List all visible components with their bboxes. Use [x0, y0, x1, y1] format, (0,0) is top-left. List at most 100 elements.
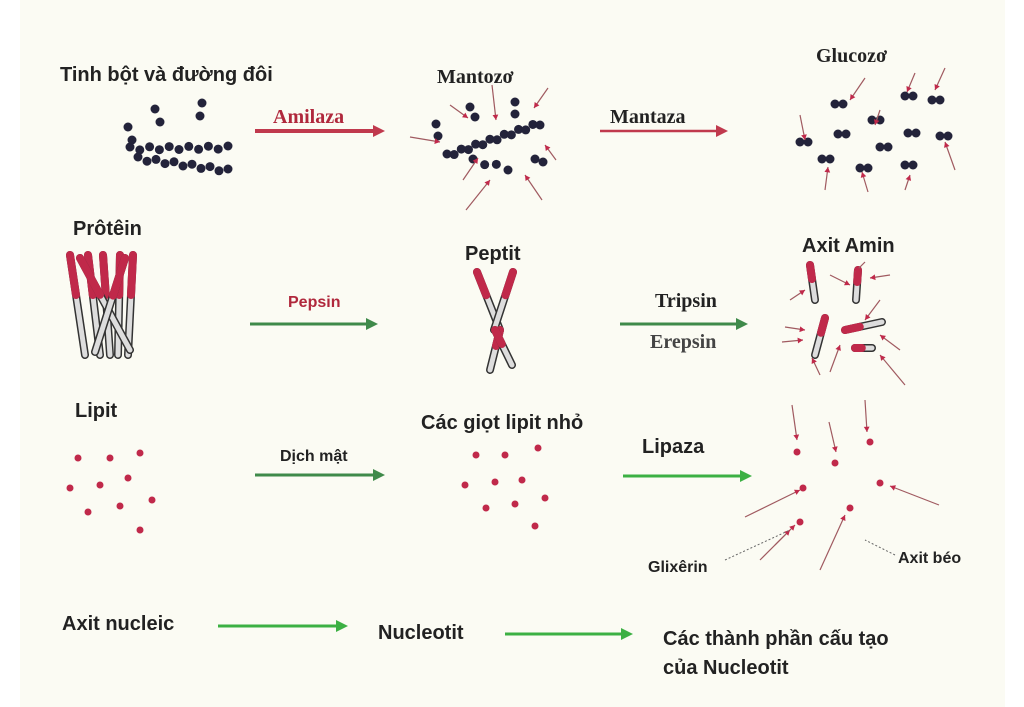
starch-chain — [151, 154, 161, 164]
enzyme-pointer-head — [492, 114, 499, 120]
maltose — [470, 112, 480, 122]
glucose — [943, 131, 953, 141]
glucose — [825, 154, 835, 164]
starch-chain — [203, 141, 213, 151]
starch-chain — [133, 152, 143, 162]
enzyme-pointer-head — [434, 138, 440, 144]
enzyme-pointer-head — [870, 274, 876, 281]
starch-chain — [205, 162, 215, 172]
starch-chain — [194, 144, 204, 154]
lipid-product — [831, 459, 839, 467]
starch-chain — [197, 98, 207, 108]
enzyme-pointer-head — [880, 355, 886, 361]
glucose — [911, 128, 921, 138]
maltose — [431, 119, 441, 129]
lipid-product — [866, 438, 874, 446]
lipid-product — [846, 504, 854, 512]
maltose-chain — [480, 160, 490, 170]
amino-acid-red — [853, 266, 862, 286]
diagram-artwork — [66, 67, 956, 640]
glucose — [833, 129, 843, 139]
maltose-chain — [492, 135, 502, 145]
enzyme-pointer-head — [472, 158, 478, 164]
small-lipid-droplet — [518, 476, 526, 484]
arrow-amilaza-head — [373, 125, 385, 137]
label-glixerin: Glixêrin — [648, 559, 708, 576]
label-nucleotit: Nucleotit — [378, 622, 464, 644]
protein-strand-red — [66, 251, 80, 299]
glucose — [830, 99, 840, 109]
starch-chain — [125, 142, 135, 152]
lipid-droplet — [66, 484, 74, 492]
starch-chain — [214, 166, 224, 176]
label-tripsin: Tripsin — [655, 290, 717, 312]
small-lipid-droplet — [511, 500, 519, 508]
glucose — [900, 160, 910, 170]
starch-chain — [196, 163, 206, 173]
enzyme-pointer — [744, 489, 801, 518]
enzyme-pointer-head — [789, 525, 795, 531]
glucose — [903, 128, 913, 138]
label-lipaza: Lipaza — [642, 436, 705, 458]
maltose-chain — [449, 150, 459, 160]
maltose-chain — [463, 145, 473, 155]
starch-chain — [160, 159, 170, 169]
arrow-pepsin-head — [366, 318, 378, 330]
enzyme-pointer-head — [905, 175, 912, 181]
glucose — [855, 163, 865, 173]
lipid-droplet — [124, 474, 132, 482]
starch-chain — [174, 145, 184, 154]
maltose-chain — [521, 125, 531, 135]
enzyme-pointer — [819, 514, 846, 571]
starch-chain — [169, 157, 179, 167]
starch-chain — [123, 122, 133, 132]
glucose — [935, 95, 945, 105]
enzyme-pointer-head — [860, 172, 867, 178]
arrow-tripsin-erepsin-head — [736, 318, 748, 330]
starch-chain — [154, 145, 164, 155]
enzyme-pointer-head — [906, 86, 912, 92]
label-lipit-droplets: Các giọt lipit nhỏ — [421, 412, 584, 434]
enzyme-pointer-head — [934, 84, 940, 90]
starch-chain — [213, 144, 223, 154]
enzyme-pointer-head — [801, 134, 807, 140]
small-lipid-droplet — [541, 494, 549, 502]
amino-acid-red — [817, 314, 829, 337]
enzyme-pointer-head — [534, 102, 540, 108]
small-lipid-droplet — [531, 522, 539, 530]
maltose-chain — [456, 144, 466, 154]
maltose-chain — [478, 140, 488, 150]
starch-chain — [150, 104, 160, 114]
protein-strand-red — [109, 254, 129, 300]
enzyme-pointer-head — [832, 446, 838, 452]
label-erepsin: Erepsin — [650, 331, 717, 353]
enzyme-pointer-head — [462, 112, 468, 118]
starch-chain — [195, 111, 205, 121]
glucose — [908, 91, 918, 101]
glucose — [883, 142, 893, 152]
enzyme-pointer-head — [794, 489, 800, 495]
enzyme-pointer-head — [793, 434, 800, 440]
maltose — [465, 102, 475, 112]
maltose-chain — [528, 119, 538, 129]
starch-chain — [155, 117, 165, 127]
enzyme-pointer — [879, 354, 906, 386]
enzyme-pointer — [465, 179, 491, 211]
arrow-lipaza-head — [740, 470, 752, 482]
maltose — [510, 109, 520, 119]
lipid-droplet — [84, 508, 92, 516]
starch-chain — [142, 156, 152, 166]
enzyme-pointer-head — [797, 337, 803, 344]
label-amilaza: Amilaza — [273, 106, 345, 128]
label-axit-amin: Axit Amin — [802, 235, 895, 257]
glucose — [908, 160, 918, 170]
glucose — [803, 137, 813, 147]
lipid-droplet — [116, 502, 124, 510]
digestion-diagram: Tinh bột và đường đôi Amilaza Mantozơ Ma… — [20, 0, 1005, 707]
glucose — [817, 154, 827, 164]
enzyme-pointer-head — [880, 335, 886, 341]
label-axit-nucleic: Axit nucleic — [62, 613, 175, 635]
starch-chain — [187, 159, 197, 169]
arrow-mantaza-head — [716, 125, 728, 137]
enzyme-pointer-head — [855, 266, 861, 272]
